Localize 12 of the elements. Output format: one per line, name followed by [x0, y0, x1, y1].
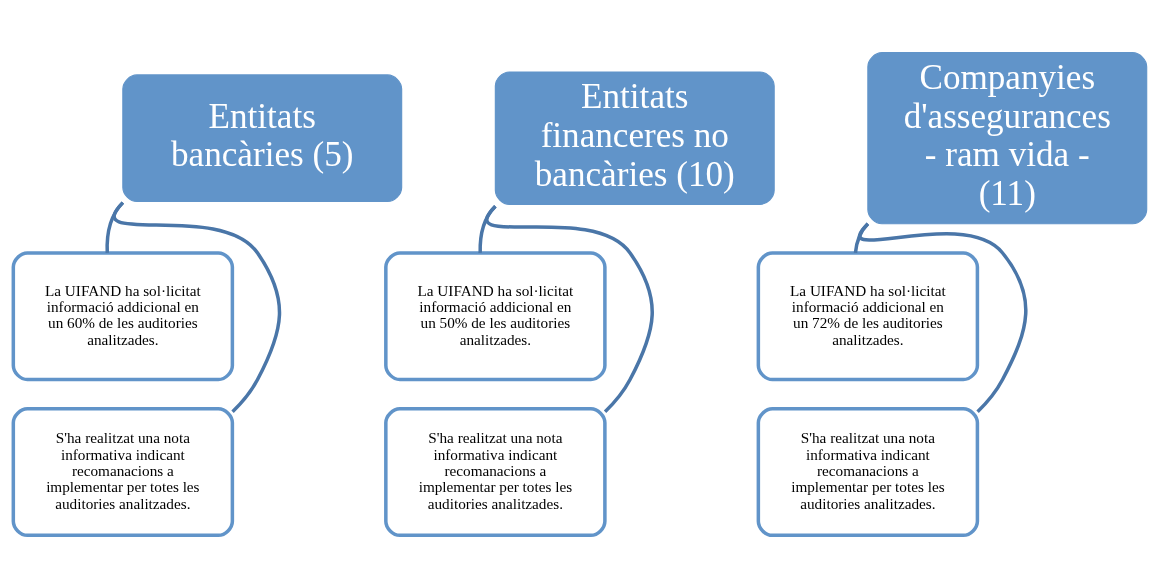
node-box: La UIFAND ha sol·licitat informació addicional en un 72% de les auditories analitzades. [756, 250, 980, 381]
node-box: Companyies d'assegurances - ram vida - (11) [867, 51, 1148, 224]
node-box: Entitats bancàries (5) [122, 73, 403, 202]
node-box: La UIFAND ha sol·licitat informació addicional en un 60% de les auditories analitzades. [11, 250, 235, 381]
node-box: S'ha realitzat una nota informativa indicant recomanacions a implementar per totes les auditories analitzades. [756, 406, 980, 537]
node-box: Entitats financeres no bancàries (10) [494, 70, 775, 205]
connector [112, 201, 282, 413]
node-box: La UIFAND ha sol·licitat informació addicional en un 50% de les auditories analitzades. [384, 250, 607, 381]
node-box: S'ha realitzat una nota informativa indicant recomanacions a implementar per totes les auditories analitzades. [384, 406, 607, 537]
node-box: S'ha realitzat una nota informativa indicant recomanacions a implementar per totes les auditories analitzades. [11, 406, 235, 537]
connector [858, 222, 1028, 413]
connector [485, 204, 654, 413]
